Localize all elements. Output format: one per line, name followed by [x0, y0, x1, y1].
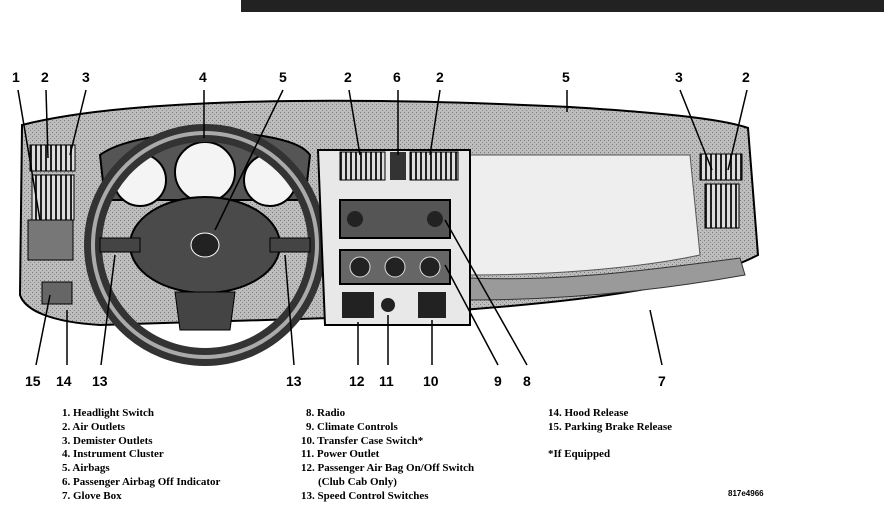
dashboard-illustration [17, 89, 760, 366]
legend-column-2: 8. Radio 9. Climate Controls 10. Transfe… [301, 407, 474, 504]
legend-item: 4. Instrument Cluster [62, 448, 164, 461]
figure-code: 817e4966 [728, 489, 764, 498]
legend-item: 3. Demister Outlets [62, 434, 153, 447]
callout-top-8: 2 [436, 69, 444, 85]
callout-top-11: 2 [742, 69, 750, 85]
legend-item: 7. Glove Box [62, 489, 122, 502]
legend-item: 6. Passenger Airbag Off Indicator [62, 475, 221, 488]
legend-item: 2. Air Outlets [62, 420, 126, 433]
callout-top-10: 3 [675, 69, 683, 85]
legend-item: 15. Parking Brake Release [548, 420, 673, 433]
callout-top-2: 2 [41, 69, 49, 85]
callout-bottom-3: 13 [92, 373, 108, 389]
legend-item: 12. Passenger Air Bag On/Off Switch [301, 462, 475, 475]
callout-bottom-2: 14 [56, 373, 72, 389]
legend-item: (Club Cab Only) [318, 475, 397, 488]
callout-top-1: 1 [12, 69, 20, 85]
legend-item: 8. Radio [306, 407, 346, 419]
callout-top-9: 5 [562, 69, 570, 85]
left-vent-upper [29, 144, 76, 172]
legend-item: 13. Speed Control Switches [301, 489, 429, 502]
legend-footnote: *If Equipped [548, 448, 611, 461]
callout-top-3: 3 [82, 69, 90, 85]
callout-bottom-6: 11 [379, 373, 394, 389]
callout-bottom-4: 13 [286, 373, 302, 389]
callout-bottom-7: 10 [423, 373, 439, 389]
legend-item: 9. Climate Controls [306, 420, 398, 433]
legend-item: 5. Airbags [62, 462, 110, 475]
legend-item: 1. Headlight Switch [62, 407, 154, 419]
legend-column-1: 1. Headlight Switch 2. Air Outlets 3. De… [62, 407, 220, 504]
legend-spacer [548, 435, 672, 449]
callout-bottom-9: 8 [523, 373, 531, 389]
right-vent-lower [704, 183, 740, 229]
header-bar [241, 0, 884, 12]
callout-bottom-1: 15 [25, 373, 41, 389]
legend-item: 11. Power Outlet [301, 448, 380, 461]
legend-column-3: 14. Hood Release 15. Parking Brake Relea… [548, 407, 672, 462]
callout-top-7: 6 [393, 69, 401, 85]
callout-top-5: 5 [279, 69, 287, 85]
callout-bottom-5: 12 [349, 373, 365, 389]
legend-item: 10. Transfer Case Switch* [301, 434, 424, 447]
callout-top-6: 2 [344, 69, 352, 85]
callout-bottom-8: 9 [494, 373, 502, 389]
legend-item: 14. Hood Release [548, 407, 629, 419]
callout-top-4: 4 [199, 69, 207, 85]
right-vent-upper [699, 153, 743, 181]
callout-bottom-10: 7 [658, 373, 666, 389]
